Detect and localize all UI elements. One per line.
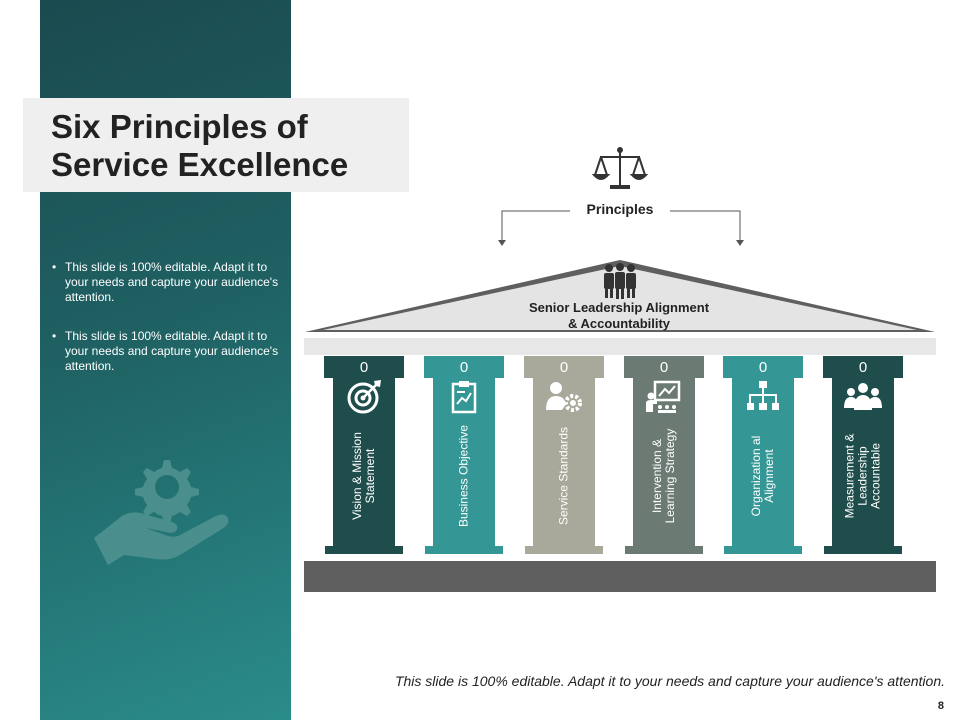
- title-line-2: Service Excellence: [51, 146, 349, 183]
- column-label: Vision & Mission Statement: [350, 432, 377, 520]
- column-3: 0 Service Standards: [524, 356, 604, 556]
- hand-gear-icon: [94, 460, 229, 565]
- column-capital: [823, 356, 903, 378]
- column-2: 0 Business Objective: [424, 356, 504, 556]
- org-chart-icon: [747, 381, 779, 410]
- footer-note: This slide is 100% editable. Adapt it to…: [394, 673, 945, 689]
- person-gear-icon: [546, 382, 582, 412]
- bullet-list: This slide is 100% editable. Adapt it to…: [52, 260, 284, 398]
- principles-label: Principles: [572, 201, 668, 217]
- column-6: 0 Measurement & Leadership Accountable: [823, 356, 903, 556]
- column-number: 0: [858, 359, 868, 376]
- column-capital: [723, 356, 803, 378]
- leadership-people-icon: [604, 263, 636, 299]
- principles-bracket: [498, 210, 744, 246]
- column-number: 0: [359, 359, 369, 376]
- column-capital: [524, 356, 604, 378]
- column-5: 0 Organization al Alignment: [723, 356, 803, 556]
- team-icon: [844, 383, 882, 410]
- column-capital: [424, 356, 504, 378]
- column-number: 0: [459, 359, 469, 376]
- roof-line-1: Senior Leadership Alignment: [528, 300, 710, 315]
- bullet-item: This slide is 100% editable. Adapt it to…: [52, 329, 284, 374]
- roof-beam: [304, 338, 936, 355]
- title-line-1: Six Principles of: [51, 108, 308, 145]
- scale-icon: [592, 147, 648, 189]
- column-foot: [824, 546, 902, 554]
- column-label: Business Objective: [456, 424, 471, 528]
- column-number: 0: [758, 359, 768, 376]
- page-number: 8: [937, 700, 944, 712]
- column-1: 0 Vision & Mission Statement: [324, 356, 404, 556]
- roof-line-2: & Accountability: [567, 316, 671, 331]
- pediment-roof: [305, 260, 935, 332]
- column-number: 0: [559, 359, 569, 376]
- target-icon: [347, 380, 381, 414]
- column-4: 0 Intervention & Learning Strategy: [624, 356, 704, 556]
- column-shaft: [433, 378, 495, 546]
- roof-text: Senior Leadership Alignment & Accountabi…: [480, 300, 758, 332]
- bullet-item: This slide is 100% editable. Adapt it to…: [52, 260, 284, 305]
- column-label: Measurement & Leadership Accountable: [842, 433, 883, 519]
- column-number: 0: [659, 359, 669, 376]
- column-capital: [624, 356, 704, 378]
- column-foot: [325, 546, 403, 554]
- clipboard-icon: [451, 381, 477, 414]
- column-foot: [724, 546, 802, 554]
- column-label: Service Standards: [556, 426, 571, 526]
- column-foot: [525, 546, 603, 554]
- column-capital: [324, 356, 404, 378]
- column-shaft: [633, 378, 695, 546]
- column-label: Organization al Alignment: [749, 435, 776, 517]
- column-foot: [625, 546, 703, 554]
- presentation-icon: [646, 380, 681, 413]
- column-label: Intervention & Learning Strategy: [650, 428, 677, 524]
- base-platform: [304, 561, 936, 592]
- column-foot: [425, 546, 503, 554]
